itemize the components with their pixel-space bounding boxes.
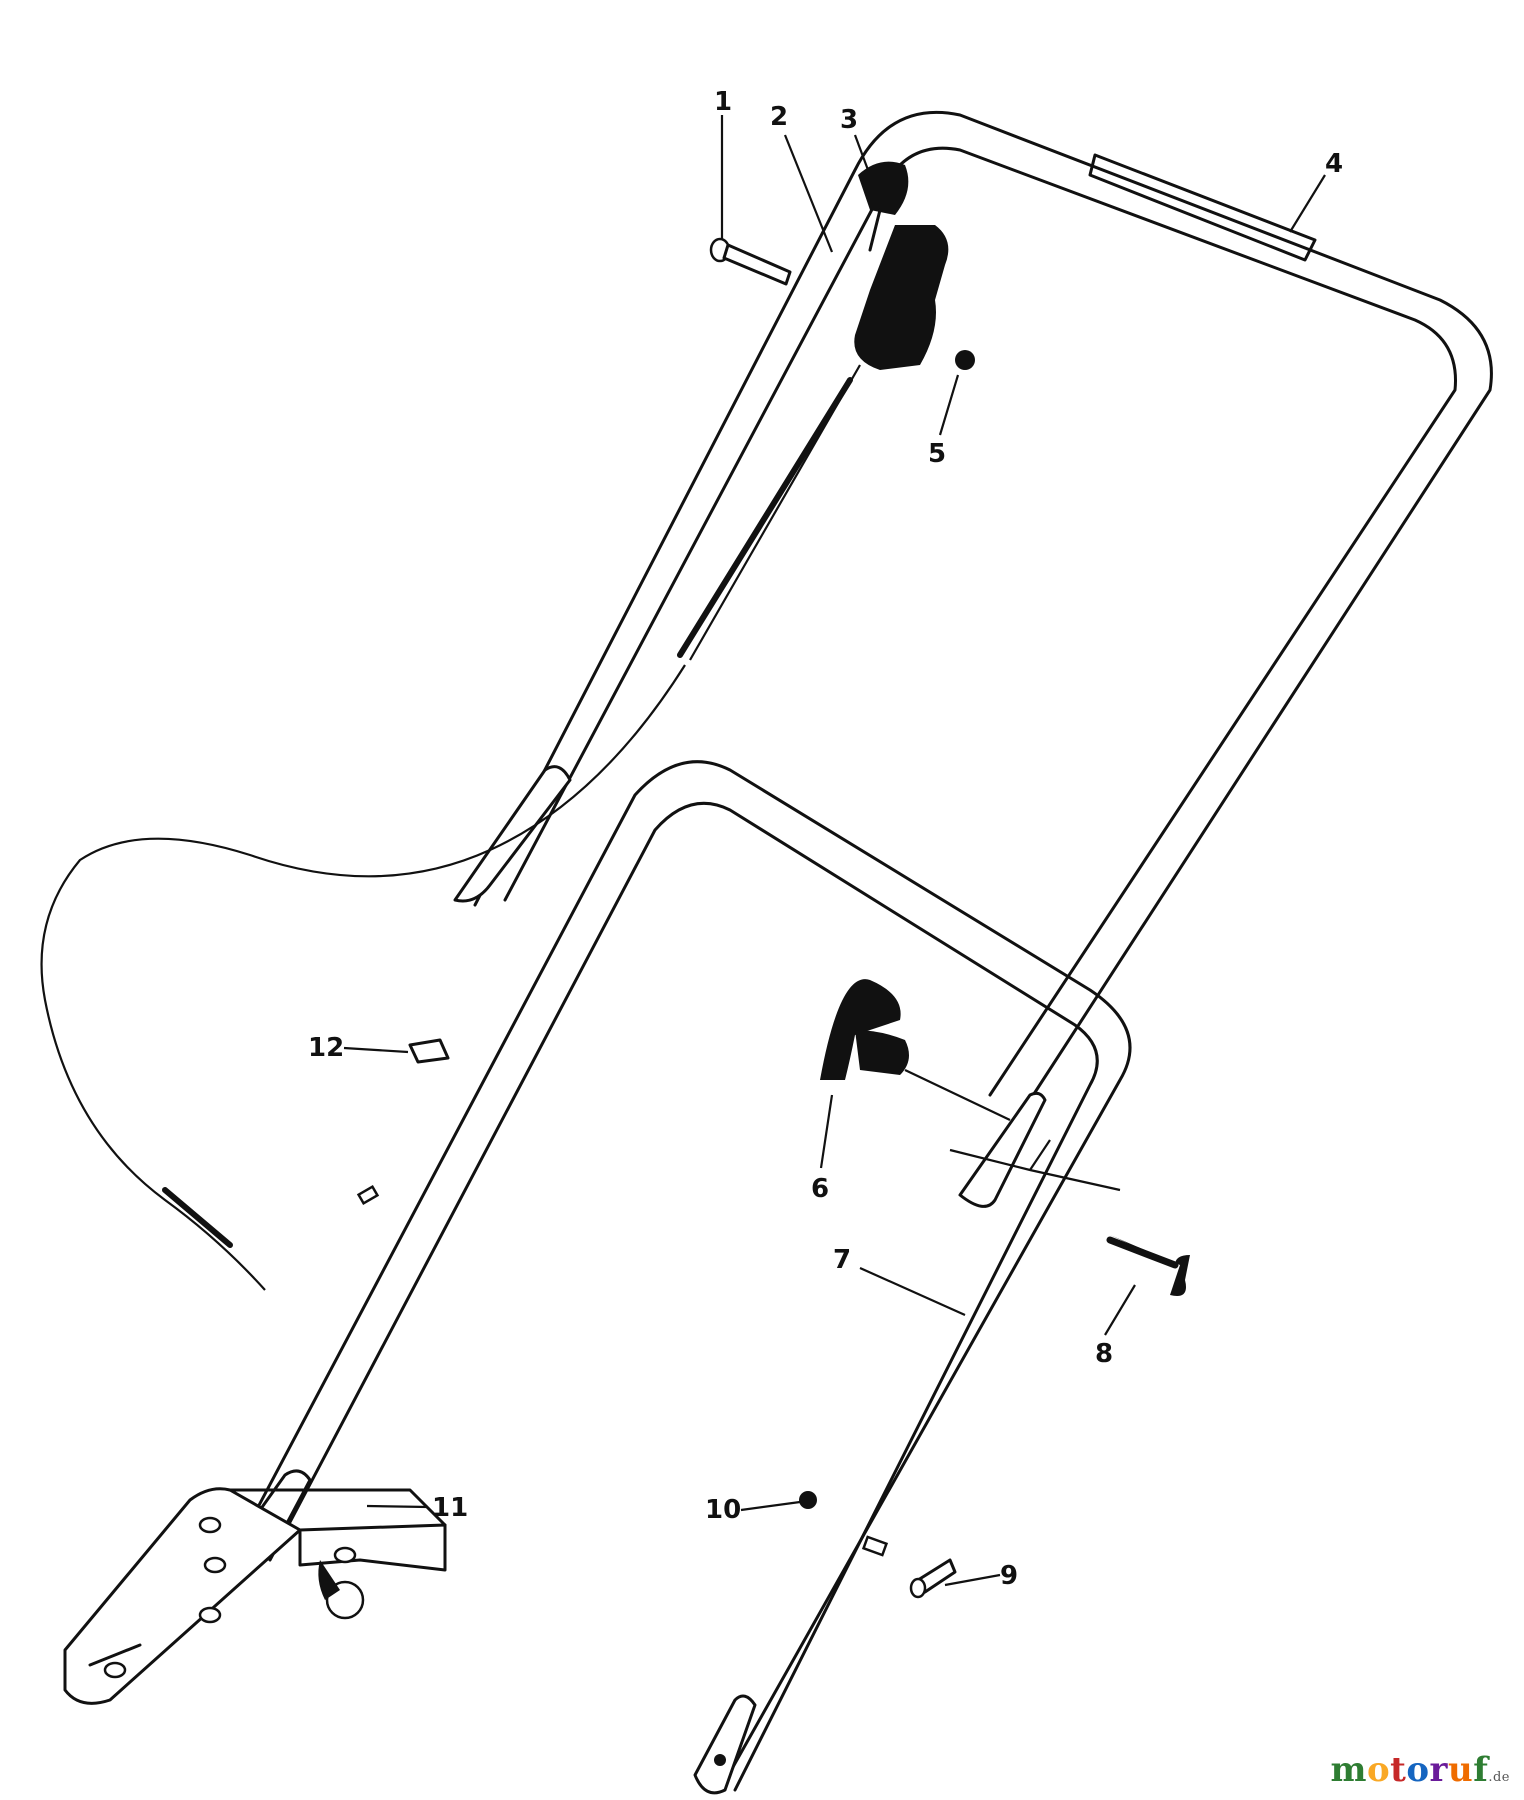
wing-bolt-part-8 xyxy=(1106,1235,1190,1296)
watermark-letter: t xyxy=(1390,1750,1407,1790)
callout-1: 1 xyxy=(714,87,732,117)
control-switch xyxy=(854,161,975,370)
callout-7: 7 xyxy=(833,1245,851,1275)
watermark-letter: m xyxy=(1330,1750,1367,1790)
watermark-suffix: .de xyxy=(1488,1770,1510,1785)
control-cable xyxy=(40,364,861,1291)
callout-9: 9 xyxy=(1000,1561,1018,1591)
watermark-letter: o xyxy=(1366,1750,1391,1790)
callout-2: 2 xyxy=(770,102,788,132)
watermark-letter: r xyxy=(1429,1750,1448,1790)
site-watermark: motoruf.de xyxy=(1330,1750,1510,1790)
watermark-letter: f xyxy=(1473,1750,1489,1790)
knob-part-6 xyxy=(820,979,1121,1192)
clip-part-12 xyxy=(408,1038,450,1064)
callout-3: 3 xyxy=(840,105,858,135)
bolt-part-11 xyxy=(318,1560,365,1620)
callout-12: 12 xyxy=(308,1033,344,1063)
lower-handle xyxy=(228,760,1132,1795)
bolt-part-1 xyxy=(709,237,792,286)
watermark-letter: o xyxy=(1406,1750,1430,1790)
callout-8: 8 xyxy=(1095,1339,1113,1369)
callout-5: 5 xyxy=(928,439,946,469)
watermark-brand: motoruf xyxy=(1330,1750,1488,1790)
watermark-letter: u xyxy=(1447,1750,1474,1790)
nut-part-10 xyxy=(799,1491,817,1509)
callout-6: 6 xyxy=(811,1174,829,1204)
mounting-bracket xyxy=(63,1487,447,1705)
callout-labels: 1 2 3 4 5 6 7 8 9 10 11 12 xyxy=(308,87,1343,1591)
callout-leaders xyxy=(343,115,1326,1587)
callout-11: 11 xyxy=(432,1493,468,1523)
callout-10: 10 xyxy=(705,1495,741,1525)
upper-handle xyxy=(453,110,1493,1208)
bolt-part-9 xyxy=(909,1558,957,1599)
callout-4: 4 xyxy=(1325,149,1343,179)
